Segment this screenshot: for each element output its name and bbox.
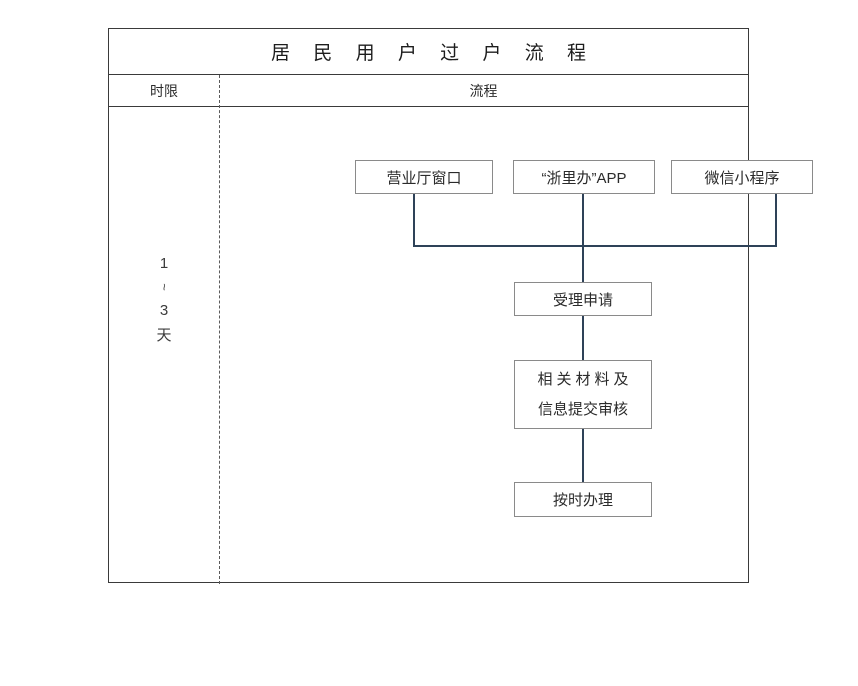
page-title: 居 民 用 户 过 户 流 程 bbox=[271, 43, 595, 64]
flow-node-service-hall-label: 营业厅窗口 bbox=[386, 169, 462, 187]
header-row: 时限 流程 bbox=[109, 75, 748, 107]
connector-accept-to-review bbox=[582, 316, 584, 360]
flow-node-zhelihan-app-label: “浙里办”APP bbox=[541, 169, 627, 187]
time-column: 1 ~ 3 天 bbox=[109, 107, 219, 582]
header-time-label: 时限 bbox=[150, 82, 178, 99]
flow-node-review-label-line1: 相关材料及 bbox=[537, 370, 633, 388]
flow-node-zhelihan-app: “浙里办”APP bbox=[513, 160, 655, 194]
connector-review-to-handle bbox=[582, 429, 584, 482]
title-row: 居 民 用 户 过 户 流 程 bbox=[109, 29, 748, 75]
time-range-tilde: ~ bbox=[157, 283, 172, 291]
flow-node-submit-materials-review: 相关材料及 信息提交审核 bbox=[514, 360, 652, 429]
column-divider bbox=[219, 75, 220, 584]
table-body: 1 ~ 3 天 营业厅窗口 “浙里办”APP 微信小程序 bbox=[109, 75, 813, 584]
connector-right-drop bbox=[775, 194, 777, 246]
flowchart-table: 居 民 用 户 过 户 流 程 时限 流程 1 ~ 3 天 bbox=[108, 28, 813, 584]
flow-node-wechat-miniprogram: 微信小程序 bbox=[671, 160, 813, 194]
flow-node-accept-application: 受理申请 bbox=[514, 282, 652, 316]
flow-node-accept-application-label: 受理申请 bbox=[552, 291, 613, 309]
flow-node-process-on-time-label: 按时办理 bbox=[552, 492, 613, 509]
time-unit: 天 bbox=[156, 327, 172, 344]
header-cell-time: 时限 bbox=[109, 75, 219, 106]
header-flow-label: 流程 bbox=[469, 82, 498, 99]
header-cell-flow: 流程 bbox=[219, 75, 748, 106]
time-value-min: 1 bbox=[159, 255, 169, 272]
flow-node-service-hall: 营业厅窗口 bbox=[355, 160, 493, 194]
flow-node-review-label-line2: 信息提交审核 bbox=[537, 400, 628, 418]
connector-center-spine bbox=[582, 194, 584, 282]
flow-node-process-on-time: 按时办理 bbox=[514, 482, 652, 517]
time-value-max: 3 bbox=[159, 302, 169, 319]
flow-node-wechat-miniprogram-label: 微信小程序 bbox=[704, 169, 780, 187]
connector-left-drop bbox=[413, 194, 415, 246]
connector-join-bar bbox=[413, 245, 777, 247]
flow-column: 营业厅窗口 “浙里办”APP 微信小程序 受理申请 相关材料及 信息提交审核 按… bbox=[219, 107, 813, 582]
